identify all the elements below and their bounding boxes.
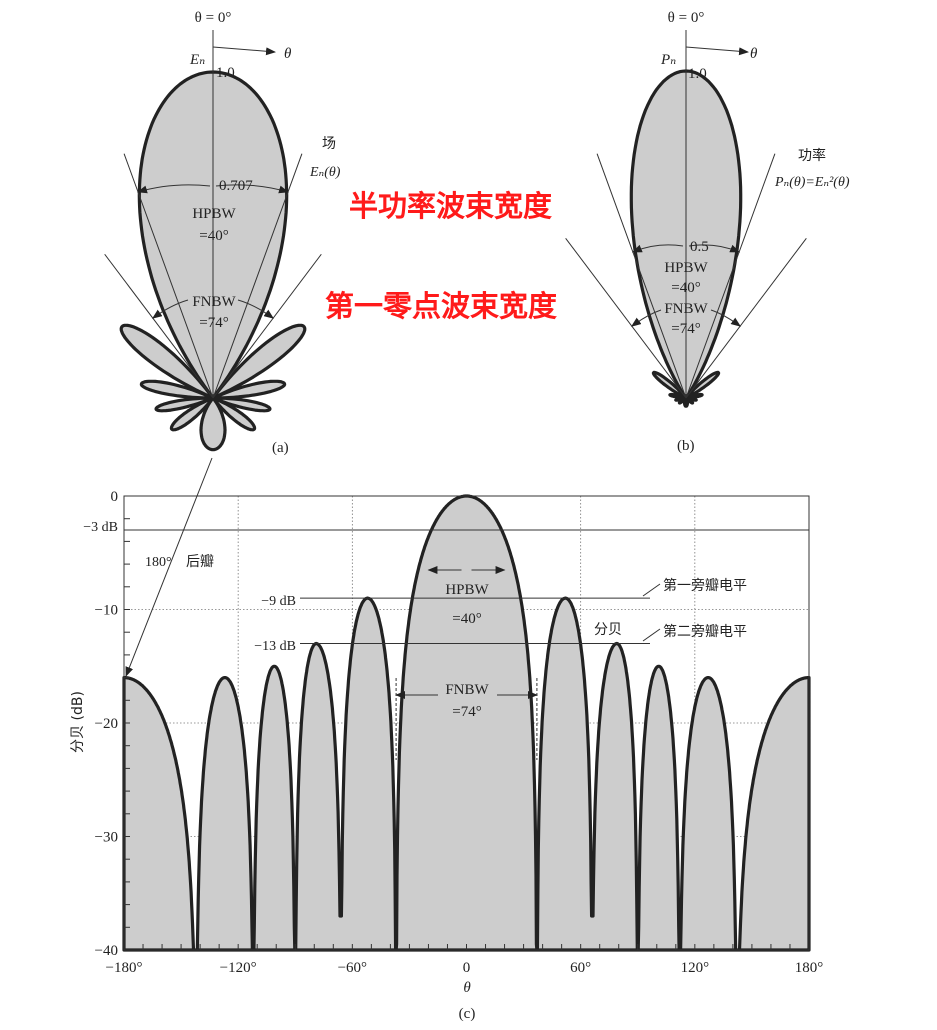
- half-power-beamwidth-annotation: 半功率波束宽度: [349, 189, 552, 223]
- y-tick-label: −10: [95, 603, 118, 619]
- x-axis-label: θ: [463, 980, 471, 996]
- back-lobe-angle: 180°: [145, 555, 172, 570]
- curve-title: 场: [322, 136, 336, 152]
- curve-title: 功率: [798, 147, 826, 164]
- hpbw-arc-arrow: [215, 184, 289, 194]
- hpbw-value: =40°: [671, 280, 700, 296]
- axis-label: θ = 0°: [195, 10, 232, 26]
- x-tick-label: −120°: [220, 960, 257, 976]
- decibel-label: 分贝: [594, 622, 622, 638]
- first-sidelobe-leader: [642, 583, 661, 597]
- fnbw-label: FNBW: [445, 682, 489, 698]
- hpbw-line: [212, 153, 303, 399]
- axis-label: θ = 0°: [668, 10, 705, 26]
- fnbw-line: [685, 237, 807, 399]
- x-tick-label: −60°: [338, 960, 367, 976]
- fnbw-line: [565, 237, 687, 399]
- fnbw-arc-arrow: [152, 299, 189, 319]
- fnbw-line: [104, 253, 214, 399]
- caption: (c): [459, 1006, 476, 1022]
- fnbw-value: =74°: [199, 315, 228, 331]
- fnbw-label: FNBW: [664, 301, 708, 317]
- hpbw-value: =40°: [452, 611, 481, 627]
- hpbw-line: [123, 153, 214, 399]
- y-tick-label: −40: [95, 943, 118, 959]
- fnbw-label: FNBW: [192, 294, 236, 310]
- amplitude-label: Eₙ: [189, 52, 205, 68]
- back-lobe-arrow: [125, 457, 213, 677]
- x-tick-label: −180°: [106, 960, 143, 976]
- first-sidelobe-label: 第一旁瓣电平: [663, 577, 747, 594]
- hpbw-arc-arrow: [137, 184, 211, 194]
- second-sidelobe-leader: [642, 628, 661, 642]
- x-tick-label: 60°: [570, 960, 591, 976]
- fnbw-line: [212, 253, 322, 399]
- back-lobe-label: 后瓣: [186, 554, 214, 570]
- hpbw-label: HPBW: [192, 206, 236, 222]
- half-power-value: 0.5: [690, 239, 709, 255]
- theta-direction-arrow: [685, 46, 749, 56]
- y-axis-label: 分贝 (dB): [70, 691, 86, 753]
- y-tick-label: −30: [95, 830, 118, 846]
- x-tick-label: 0: [463, 960, 471, 976]
- x-tick-label: 180°: [795, 960, 824, 976]
- fnbw-arc-arrow: [631, 309, 662, 327]
- hpbw-line: [685, 153, 776, 399]
- caption: (a): [272, 440, 289, 456]
- first-null-beamwidth-annotation: 第一零点波束宽度: [325, 289, 557, 323]
- hpbw-label: HPBW: [664, 260, 708, 276]
- fnbw-arc-arrow: [237, 299, 274, 319]
- minus3-label: −3 dB: [83, 520, 118, 535]
- hpbw-label: HPBW: [445, 582, 489, 598]
- fnbw-value: =74°: [671, 321, 700, 337]
- minus9-label: −9 dB: [261, 594, 296, 609]
- fnbw-value: =74°: [452, 704, 481, 720]
- theta-arrow-label: θ: [750, 46, 758, 62]
- curve-formula: Eₙ(θ): [309, 165, 341, 180]
- x-tick-label: 120°: [681, 960, 710, 976]
- panel-b-power-pattern: θ = 0° θ Pₙ 1.0 功率 Pₙ(θ)=Eₙ²(θ) 0.5 HPBW…: [565, 10, 850, 454]
- minus13-label: −13 dB: [254, 639, 296, 654]
- y-tick-label: −20: [95, 716, 118, 732]
- half-power-value: 0.707: [219, 178, 253, 194]
- hpbw-line: [596, 153, 687, 399]
- peak-value: 1.0: [688, 66, 707, 82]
- theta-direction-arrow: [212, 46, 276, 56]
- caption: (b): [677, 438, 695, 454]
- hpbw-arc-arrow: [631, 244, 684, 253]
- fnbw-arc-arrow: [710, 309, 741, 327]
- theta-arrow-label: θ: [284, 46, 292, 62]
- y-tick-label: 0: [111, 489, 119, 505]
- amplitude-label: Pₙ: [660, 52, 676, 68]
- panel-a-field-pattern: θ = 0° θ Eₙ 1.0 场 Eₙ(θ) 0.707 HPBW =40° …: [104, 10, 341, 456]
- second-sidelobe-label: 第二旁瓣电平: [663, 623, 747, 640]
- db-pattern-curve: [122, 494, 811, 952]
- peak-value: 1.0: [216, 65, 235, 81]
- curve-formula: Pₙ(θ)=Eₙ²(θ): [774, 175, 850, 190]
- hpbw-arc-arrow: [688, 244, 741, 253]
- hpbw-value: =40°: [199, 228, 228, 244]
